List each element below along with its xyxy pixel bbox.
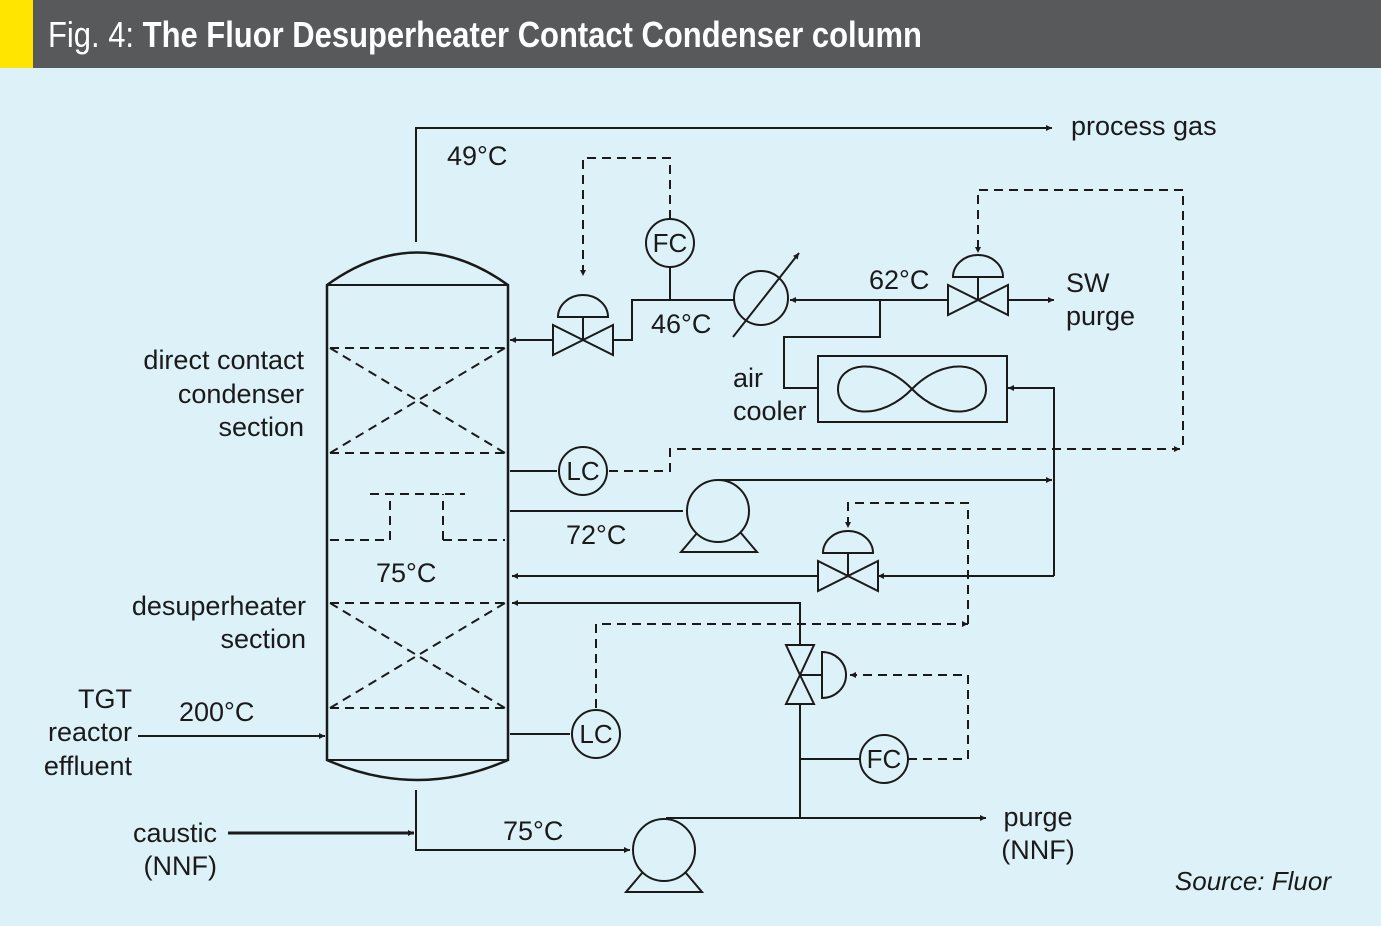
caustic-label-1: caustic xyxy=(133,818,217,848)
lc-upper-signal xyxy=(609,446,1180,472)
sw-purge-valve-icon xyxy=(947,254,1009,317)
bottoms-temp-label: 75°C xyxy=(503,816,563,846)
air-cooler-label-1: air xyxy=(733,363,763,393)
sw-label: SW xyxy=(1066,268,1110,298)
pump-discharge-temp-label: 72°C xyxy=(566,520,626,550)
sw-purge-signal xyxy=(975,189,1184,445)
air-cooler-inlet-line xyxy=(1008,385,1055,576)
lc-lower-bubble xyxy=(571,709,621,759)
figure-title: Fig. 4: The Fluor Desuperheater Contact … xyxy=(48,10,922,60)
air-cooler-outlet-line xyxy=(783,300,881,389)
condenser-section-label-1: direct contact xyxy=(143,345,304,375)
level-valve-signal xyxy=(845,502,969,624)
purge-nnf-label-1: purge xyxy=(1003,802,1072,832)
condenser-section-label-3: section xyxy=(218,412,304,442)
reflux-line xyxy=(613,299,772,341)
figure-number: Fig. 4: xyxy=(48,14,135,55)
lc-upper-label: LC xyxy=(566,456,599,486)
condenser-section-label-2: condenser xyxy=(178,379,304,409)
condenser-packed-bed xyxy=(329,347,506,454)
tgt-label-1: TGT xyxy=(78,684,132,714)
desuperheater-section-label-2: section xyxy=(220,624,306,654)
desuperheater-section-label-1: desuperheater xyxy=(132,591,306,621)
fc-top-label: FC xyxy=(653,228,688,258)
fc-bottom-signal xyxy=(850,672,969,760)
overhead-temp-label: 49°C xyxy=(447,141,507,171)
caustic-label-2: (NNF) xyxy=(144,851,217,881)
fc-top-signal xyxy=(580,157,671,276)
reflux-control-valve-icon xyxy=(552,294,614,357)
purge-nnf-label-2: (NNF) xyxy=(1001,835,1074,865)
desuperheater-packed-bed xyxy=(329,602,506,709)
fc-bottom-label: FC xyxy=(867,744,902,774)
lc-lower-signal xyxy=(595,621,968,708)
figure-title-text: The Fluor Desuperheater Contact Condense… xyxy=(142,14,922,55)
flow-control-valve-icon xyxy=(784,644,847,705)
bottoms-line xyxy=(415,790,630,853)
process-gas-line xyxy=(415,125,1052,242)
level-control-valve-icon xyxy=(817,530,879,593)
fc-top-bubble xyxy=(645,218,695,268)
chimney-tray xyxy=(330,493,505,541)
contact-condenser-column xyxy=(325,251,510,782)
lc-lower-label: LC xyxy=(579,719,612,749)
tgt-label-3: effluent xyxy=(44,751,133,781)
recirculation-pump-icon xyxy=(678,479,760,553)
lc-upper-bubble xyxy=(558,446,608,496)
sw-purge-label: purge xyxy=(1066,301,1135,331)
title-accent xyxy=(0,0,33,68)
source-credit: Source: Fluor xyxy=(1175,866,1332,896)
heat-exchanger-icon xyxy=(732,252,800,338)
tgt-label-2: reactor xyxy=(48,717,132,747)
feed-temp-label: 200°C xyxy=(179,697,254,727)
fc-bottom-bubble xyxy=(859,734,909,784)
desuperheater-feed-line xyxy=(512,600,801,645)
air-cooler-label-2: cooler xyxy=(733,396,807,426)
recycle-temp-label: 62°C xyxy=(869,265,929,295)
bottoms-pump-icon xyxy=(623,818,705,893)
reflux-temp-label: 46°C xyxy=(651,309,711,339)
process-gas-label: process gas xyxy=(1071,111,1217,141)
mid-column-temp-label: 75°C xyxy=(376,558,436,588)
title-bar xyxy=(0,0,1381,68)
air-cooler-icon xyxy=(817,355,1008,423)
